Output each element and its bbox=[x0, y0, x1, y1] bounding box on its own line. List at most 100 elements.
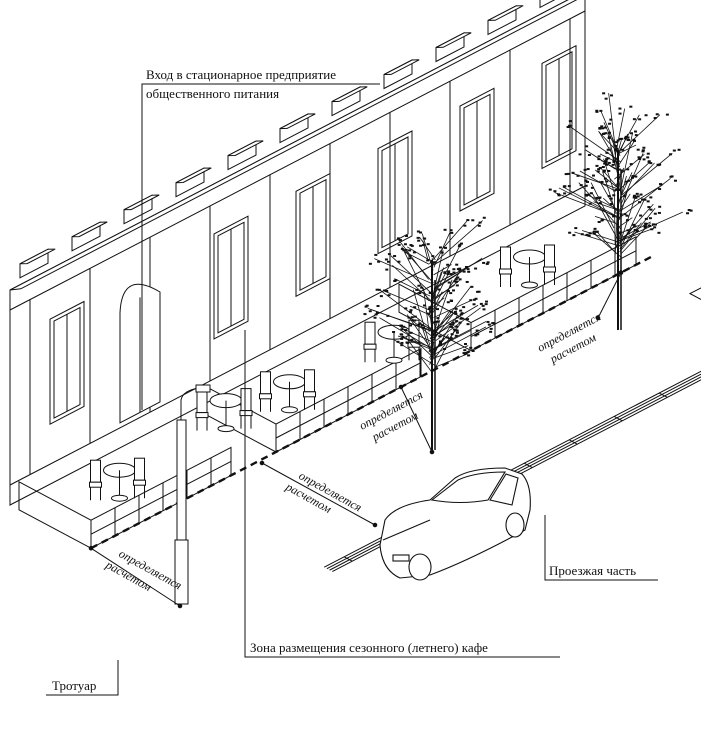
dimension-label-1: определяется расчетом bbox=[103, 546, 185, 594]
leaf bbox=[467, 270, 471, 273]
leaf bbox=[641, 150, 645, 153]
branch bbox=[621, 114, 661, 151]
table-base bbox=[217, 425, 235, 433]
leaf bbox=[632, 139, 636, 142]
leaf bbox=[607, 195, 611, 198]
leaf bbox=[653, 226, 657, 229]
leaf bbox=[632, 118, 636, 121]
cafe-tables-chairs bbox=[89, 244, 556, 502]
chair-back bbox=[134, 457, 145, 481]
table-base bbox=[521, 281, 538, 289]
leaf bbox=[477, 290, 481, 293]
branch bbox=[397, 238, 429, 280]
leaf bbox=[487, 323, 491, 326]
leaf bbox=[439, 342, 443, 345]
chair-seat bbox=[195, 412, 209, 419]
leaf bbox=[636, 148, 640, 151]
leaf bbox=[472, 303, 476, 306]
leaf bbox=[403, 243, 407, 246]
leaf bbox=[624, 135, 628, 138]
leaf bbox=[597, 168, 601, 171]
window-frame bbox=[545, 50, 573, 164]
leaf bbox=[557, 194, 561, 197]
leaf bbox=[489, 327, 493, 330]
leaf bbox=[568, 120, 572, 123]
leaf bbox=[426, 259, 430, 262]
branch bbox=[617, 138, 623, 155]
leaf bbox=[649, 162, 653, 165]
street-lamp bbox=[174, 384, 211, 605]
roadway-label: Проезжая часть bbox=[549, 563, 636, 578]
leaf bbox=[463, 224, 467, 227]
leaf bbox=[422, 304, 426, 307]
leaf bbox=[632, 138, 636, 141]
leaf bbox=[633, 225, 637, 228]
leaf bbox=[428, 291, 432, 294]
dimension-tick bbox=[259, 460, 265, 466]
leaf bbox=[624, 137, 628, 140]
leaf bbox=[421, 324, 425, 327]
leaf bbox=[669, 153, 673, 156]
dimension-tick bbox=[372, 522, 378, 528]
leaf bbox=[447, 281, 451, 284]
curb-joint bbox=[613, 415, 623, 422]
branch bbox=[432, 291, 443, 312]
leaf bbox=[449, 292, 453, 295]
leaf bbox=[587, 234, 591, 237]
plinth-line bbox=[9, 185, 586, 486]
leaf bbox=[412, 251, 416, 254]
branch bbox=[620, 222, 642, 249]
leaf bbox=[597, 155, 601, 158]
leaf bbox=[642, 146, 646, 149]
leaf bbox=[634, 130, 638, 133]
license-plate bbox=[392, 554, 410, 562]
car-wheel bbox=[408, 553, 432, 581]
branch bbox=[620, 222, 651, 254]
branch bbox=[428, 297, 445, 310]
branch bbox=[563, 186, 621, 219]
leaf bbox=[393, 255, 397, 258]
leaf bbox=[607, 131, 611, 134]
branch bbox=[394, 278, 431, 297]
branch bbox=[567, 124, 621, 163]
leaf bbox=[617, 168, 621, 171]
dimension-tick bbox=[88, 545, 94, 551]
leaf bbox=[476, 333, 480, 336]
leaf bbox=[455, 320, 459, 323]
leaf bbox=[659, 183, 663, 186]
leaf bbox=[452, 271, 456, 274]
branch bbox=[585, 149, 616, 170]
leaf bbox=[601, 218, 605, 221]
leaf bbox=[646, 152, 650, 155]
leaf bbox=[408, 324, 412, 327]
leaf bbox=[404, 307, 408, 310]
leaf bbox=[604, 97, 608, 100]
leaf bbox=[474, 297, 478, 300]
sidewalk-label: Тротуар bbox=[52, 678, 96, 693]
leaf bbox=[400, 337, 404, 340]
branch bbox=[579, 170, 616, 192]
leaf bbox=[489, 330, 493, 333]
leaf bbox=[646, 156, 650, 159]
leaf bbox=[396, 237, 400, 240]
branch bbox=[429, 269, 462, 318]
chair-seat bbox=[259, 393, 272, 400]
leaf bbox=[374, 253, 378, 256]
parapet-top bbox=[383, 59, 420, 75]
leaf bbox=[653, 117, 657, 120]
leaf bbox=[553, 190, 557, 193]
leaf bbox=[427, 312, 431, 315]
leaf bbox=[625, 214, 629, 217]
leaf bbox=[592, 230, 596, 233]
dimension-line bbox=[400, 386, 433, 453]
leaf bbox=[467, 354, 471, 357]
leaf bbox=[384, 258, 388, 261]
curb-joint bbox=[568, 439, 578, 445]
leaf bbox=[626, 168, 630, 171]
leaf bbox=[410, 338, 414, 341]
branch bbox=[582, 230, 619, 243]
leaf bbox=[433, 320, 437, 323]
leaf bbox=[421, 244, 425, 247]
cafe-zone-leader bbox=[244, 330, 560, 658]
